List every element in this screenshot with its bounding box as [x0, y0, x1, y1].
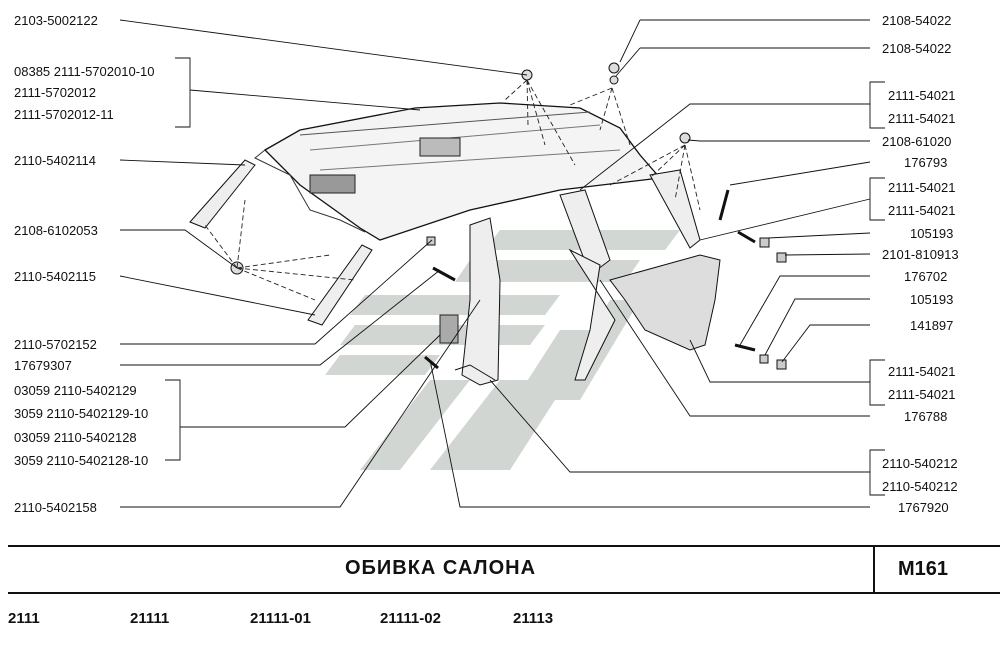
parts-diagram: 2103-5002122 08385 2111-5702010-10 2111-… — [14, 13, 959, 515]
part-label: 2103-5002122 — [14, 13, 98, 28]
part-label: 2111-54021 — [888, 203, 956, 218]
headliner-outline — [263, 102, 662, 241]
center-pillar — [461, 217, 501, 386]
model-name: 2111 — [8, 610, 40, 627]
model-name: 21111-01 — [250, 610, 311, 627]
part-label: 2111-54021 — [888, 88, 956, 103]
part-label: 105193 — [910, 226, 954, 241]
part-label: 2101-810913 — [882, 247, 959, 262]
part-label: 2108-54022 — [882, 41, 952, 56]
model-list: 2111 21111 21111-01 21111-02 21113 — [0, 610, 1000, 634]
part-label: 2108-61020 — [882, 134, 952, 149]
part-label: 03059 2110-5402128 — [14, 430, 137, 445]
part-label: 2108-54022 — [882, 13, 952, 28]
part-label: 2110-540212 — [882, 456, 958, 471]
part-label: 1767920 — [898, 500, 949, 515]
rear-side-panel — [609, 254, 721, 351]
part-label: 2111-54021 — [888, 364, 956, 379]
part-label: 3059 2110-5402129-10 — [14, 406, 149, 421]
part-label: 2111-5702012 — [14, 85, 96, 100]
part-label: 03059 2110-5402129 — [14, 383, 137, 398]
section-code: М161 — [898, 558, 949, 580]
rear-pillar-trim — [559, 189, 611, 276]
part-label: 176702 — [904, 269, 948, 284]
part-label: 2111-5702012-11 — [14, 107, 114, 122]
part-label: 105193 — [910, 292, 954, 307]
part-label: 2111-54021 — [888, 387, 956, 402]
part-label: 2111-54021 — [888, 180, 956, 195]
title-block: ОБИВКА САЛОНА М161 — [8, 545, 1000, 594]
part-label: 2110-5402115 — [14, 269, 96, 284]
diagram-drawing — [119, 19, 885, 508]
part-label: 141897 — [910, 318, 954, 333]
watermark-logo — [325, 230, 680, 470]
part-label: 176793 — [904, 155, 948, 170]
part-label: 08385 2111-5702010-10 — [14, 64, 155, 79]
part-label: 3059 2110-5402128-10 — [14, 453, 149, 468]
b-pillar-trim — [307, 244, 373, 326]
divider — [873, 547, 875, 592]
part-label: 2110-5702152 — [14, 337, 97, 352]
model-name: 21111 — [130, 610, 170, 627]
page-title: ОБИВКА САЛОНА — [344, 557, 537, 579]
model-name: 21113 — [513, 610, 554, 627]
part-label: 17679307 — [14, 358, 72, 373]
part-label: 176788 — [904, 409, 948, 424]
model-name: 21111-02 — [380, 610, 441, 627]
a-pillar-trim — [189, 159, 256, 229]
part-label: 2110-5402114 — [14, 153, 96, 168]
part-label: 2110-540212 — [882, 479, 958, 494]
part-label: 2110-5402158 — [14, 500, 97, 515]
part-label: 2111-54021 — [888, 111, 956, 126]
part-label: 2108-6102053 — [14, 223, 98, 238]
